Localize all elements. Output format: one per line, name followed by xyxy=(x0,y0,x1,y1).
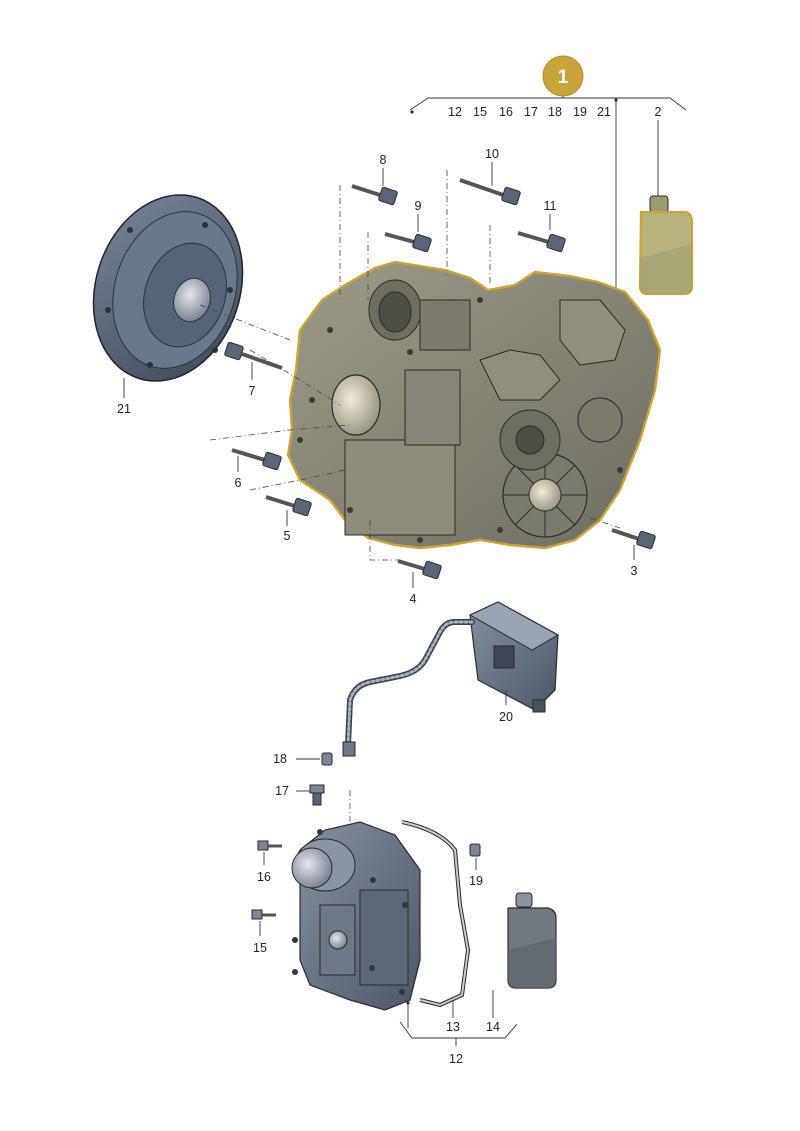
group-label-17: 17 xyxy=(524,105,538,119)
oil-bottle-bottom: 14 xyxy=(486,892,557,1034)
group-label-18: 18 xyxy=(548,105,562,119)
bolt-11: 11 xyxy=(517,199,566,253)
part-label-15: 15 xyxy=(253,941,267,955)
part-label-14: 14 xyxy=(486,1020,500,1034)
group-label-21: 21 xyxy=(597,105,611,119)
control-unit: 20 xyxy=(342,601,560,757)
part-label-16: 16 xyxy=(257,870,271,884)
part-label-8: 8 xyxy=(380,153,387,167)
part-label-4: 4 xyxy=(410,592,417,606)
part-label-5: 5 xyxy=(284,529,291,543)
oil-bottle-top: 2 xyxy=(638,105,694,296)
group-label-16: 16 xyxy=(499,105,513,119)
part-label-7: 7 xyxy=(249,384,256,398)
bolt-4: 4 xyxy=(397,559,442,606)
group-label-12: 12 xyxy=(448,105,462,119)
dual-clutch-pack: 21 xyxy=(92,194,291,416)
part-label-2: 2 xyxy=(655,105,662,119)
bottom-group-bracket: 13 12 xyxy=(399,1000,518,1066)
callout-number: 1 xyxy=(558,67,569,88)
assembly-lines-top xyxy=(209,170,621,561)
part-label-6: 6 xyxy=(235,476,242,490)
mechatronic-unit xyxy=(291,790,471,1011)
top-group-bracket xyxy=(409,96,687,290)
part-label-9: 9 xyxy=(415,199,422,213)
bolt-5: 5 xyxy=(265,495,312,543)
part-label-19: 19 xyxy=(469,874,483,888)
group-total-label-12: 12 xyxy=(449,1052,463,1066)
part-label-18: 18 xyxy=(273,752,287,766)
bolt-9: 9 xyxy=(384,199,432,253)
screw-16: 16 xyxy=(257,840,282,884)
group-label-15: 15 xyxy=(473,105,487,119)
group-label-19: 19 xyxy=(573,105,587,119)
bolt-10: 10 xyxy=(459,147,521,206)
gearbox-housing xyxy=(286,260,662,550)
part-label-20: 20 xyxy=(499,710,513,724)
bolt-7: 7 xyxy=(224,341,283,398)
screw-17: 17 xyxy=(275,784,325,806)
bolt-8: 8 xyxy=(351,153,398,206)
part-label-11: 11 xyxy=(544,199,557,213)
screw-15: 15 xyxy=(251,909,276,955)
plug-19: 19 xyxy=(469,843,483,888)
bolt-6: 6 xyxy=(231,448,282,490)
part-label-3: 3 xyxy=(631,564,638,578)
callout-1: 1 xyxy=(542,55,584,97)
part-label-21: 21 xyxy=(117,402,131,416)
bolt-3: 3 xyxy=(611,528,656,578)
top-group-labels: 12 15 16 17 18 19 21 xyxy=(448,105,611,119)
plug-18: 18 xyxy=(273,752,333,766)
part-label-13: 13 xyxy=(446,1020,460,1034)
part-label-17: 17 xyxy=(275,784,289,798)
part-label-10: 10 xyxy=(485,147,499,161)
